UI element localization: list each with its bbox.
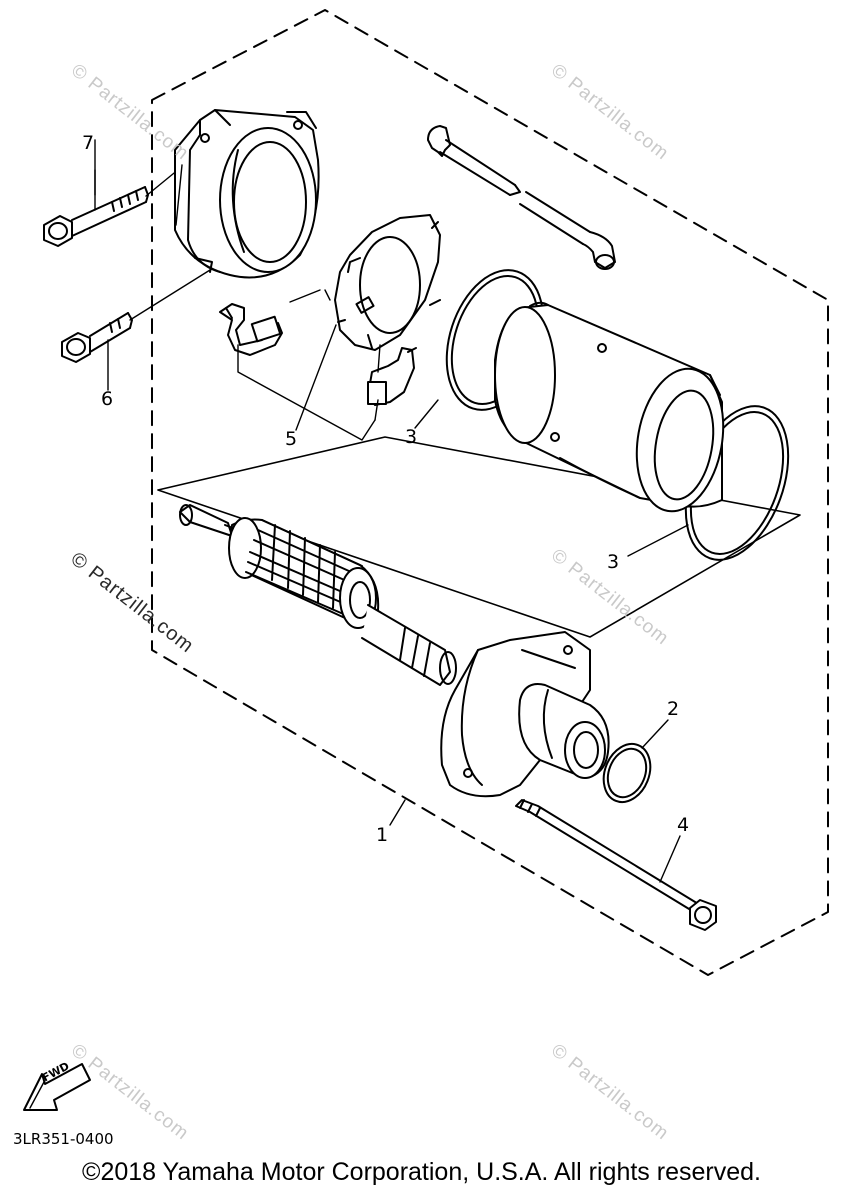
bolt-part-6 (61, 269, 211, 391)
lead-wire (427, 125, 616, 270)
o-ring-part-2 (602, 719, 669, 804)
callout-2: 2 (667, 698, 680, 720)
armature (179, 504, 457, 686)
leader-part-1 (389, 799, 406, 826)
brush-holder-plate (289, 214, 441, 351)
through-bolt-part-4 (515, 799, 717, 931)
yoke-housing (494, 301, 725, 513)
inner-group-bracket (157, 436, 801, 638)
rear-cover (174, 109, 320, 279)
bolt-part-7 (43, 139, 191, 247)
diagram-code: 3LR351-0400 (13, 1130, 114, 1148)
fwd-arrow-icon (23, 1063, 91, 1111)
callout-3a: 3 (405, 426, 418, 448)
assembly-boundary-dashed (151, 9, 829, 976)
callout-3b: 3 (607, 551, 620, 573)
front-cover (440, 631, 610, 798)
brush-set-part-5 (219, 303, 417, 441)
callout-1: 1 (376, 824, 389, 846)
callout-7: 7 (82, 132, 95, 154)
callout-6: 6 (101, 388, 114, 410)
copyright-notice: ©2018 Yamaha Motor Corporation, U.S.A. A… (82, 1158, 761, 1186)
callout-5: 5 (285, 428, 298, 450)
callout-4: 4 (677, 814, 690, 836)
